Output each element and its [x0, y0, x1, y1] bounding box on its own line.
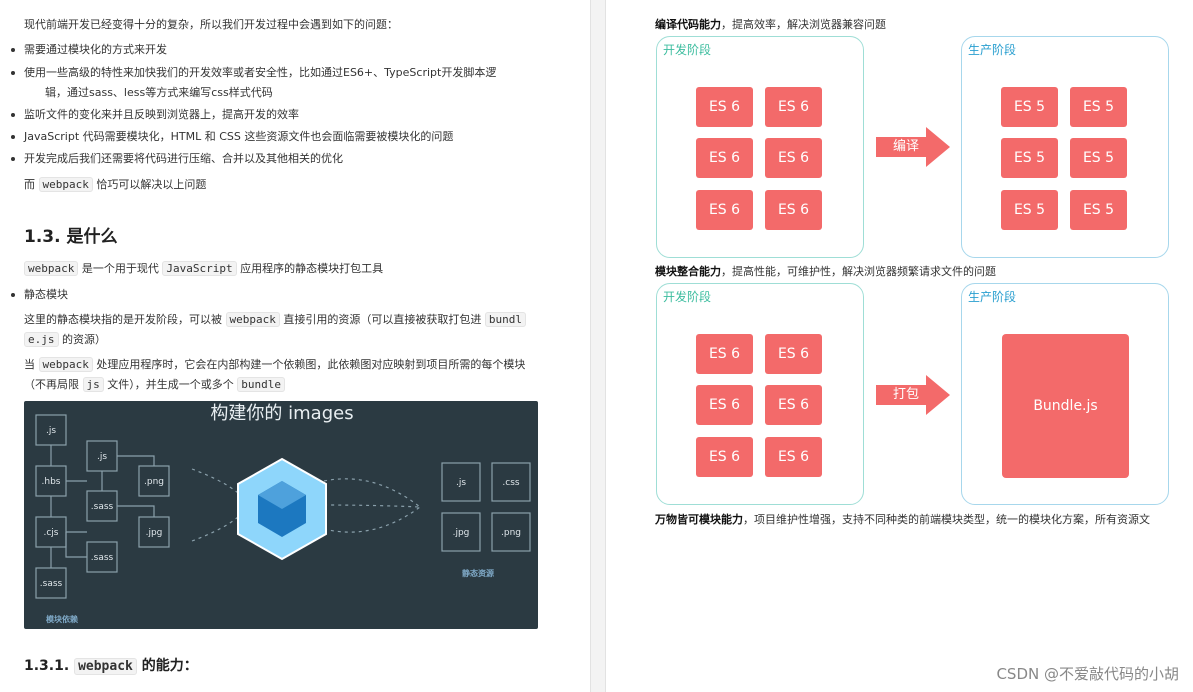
watermark: CSDN @不爱敲代码的小胡: [996, 665, 1179, 683]
es5-tile: ES 5: [1070, 190, 1127, 230]
inline-code: js: [82, 377, 104, 392]
image-file-label: .cjs: [44, 528, 59, 538]
dev-stage-label: 开发阶段: [663, 43, 712, 57]
list-item: 使用一些高级的特性来加快我们的开发效率或者安全性，比如通过ES6+、TypeSc…: [10, 62, 496, 84]
prod-stage-box: 生产阶段 Bundle.js: [961, 283, 1169, 505]
list-item-continuation: 辑，通过sass、less等方式来编写css样式代码: [45, 86, 273, 99]
webpack-diagram-svg: 构建你的 images .js .hbs .js .png .sass .cjs…: [35, 403, 531, 624]
dev-stage-box: 开发阶段 ES 6 ES 6 ES 6 ES 6 ES 6 ES 6: [656, 36, 864, 258]
es5-tile: ES 5: [1070, 87, 1127, 127]
capability-heading: 模块整合能力，提高性能，可维护性，解决浏览器频繁请求文件的问题: [655, 265, 996, 278]
inline-code: webpack: [38, 357, 93, 372]
es6-tile: ES 6: [765, 437, 822, 477]
image-file-label: .sass: [40, 579, 63, 589]
pack-label: 打包: [892, 387, 919, 402]
section-heading: 1.3. 是什么: [24, 227, 118, 247]
bundle-tile: Bundle.js: [1002, 334, 1129, 478]
compile-label: 编译: [892, 139, 919, 154]
capability-heading: 万物皆可模块能力，项目维护性增强，支持不同种类的前端模块类型，统一的模块化方案，…: [655, 513, 1150, 526]
es6-tile: ES 6: [765, 334, 822, 374]
list-item: 开发完成后我们还需要将代码进行压缩、合并以及其他相关的优化: [11, 148, 343, 170]
image-file-label: .js: [97, 452, 107, 462]
es6-tile: ES 6: [765, 138, 822, 178]
image-file-label: .png: [501, 528, 521, 538]
pack-arrow: 打包: [876, 375, 950, 415]
list-item: JavaScript 代码需要模块化，HTML 和 CSS 这些资源文件也会面临…: [10, 126, 453, 148]
image-file-label: .js: [46, 426, 56, 436]
es6-tile: ES 6: [696, 138, 753, 178]
list-item: 静态模块: [11, 284, 68, 306]
right-page: 编译代码能力，提高效率，解决浏览器兼容问题 开发阶段 ES 6 ES 6 ES …: [606, 0, 1193, 692]
es6-tile: ES 6: [696, 87, 753, 127]
subsection-heading: 1.3.1. webpack 的能力：: [24, 658, 198, 675]
page-gutter: [590, 0, 606, 692]
es6-tile: ES 6: [696, 334, 753, 374]
image-file-label: .jpg: [146, 528, 163, 538]
left-page: 现代前端开发已经变得十分的复杂，所以我们开发过程中会遇到如下的问题： 需要通过模…: [0, 0, 590, 692]
image-caption: 模块依赖: [46, 614, 78, 624]
es5-tile: ES 5: [1070, 138, 1127, 178]
es6-tile: ES 6: [765, 190, 822, 230]
capability-heading: 编译代码能力，提高效率，解决浏览器兼容问题: [655, 18, 886, 31]
dev-stage-box: 开发阶段 ES 6 ES 6 ES 6 ES 6 ES 6 ES 6: [656, 283, 864, 505]
inline-code: webpack: [225, 312, 280, 327]
dev-stage-label: 开发阶段: [663, 290, 712, 304]
es6-tile: ES 6: [696, 437, 753, 477]
image-file-label: .hbs: [42, 477, 61, 487]
es6-tile: ES 6: [765, 385, 822, 425]
prod-stage-label: 生产阶段: [968, 43, 1017, 57]
es5-tile: ES 5: [1001, 138, 1058, 178]
definition-paragraph: webpack 是一个用于现代 JavaScript 应用程序的静态模块打包工具: [24, 258, 383, 280]
inline-code: bundl: [484, 312, 526, 327]
es5-tile: ES 5: [1001, 87, 1058, 127]
inline-code: webpack: [24, 261, 79, 276]
compile-arrow: 编译: [876, 127, 950, 167]
image-file-label: .sass: [91, 553, 114, 563]
image-file-label: .jpg: [453, 528, 470, 538]
static-paragraph-cont: e.js 的资源）: [24, 329, 106, 351]
webpack-diagram-image: 构建你的 images .js .hbs .js .png .sass .cjs…: [24, 401, 538, 629]
inline-code: JavaScript: [162, 261, 237, 276]
process-paragraph: 当 webpack 处理应用程序时，它会在内部构建一个依赖图，此依赖图对应映射到…: [24, 357, 526, 372]
es6-tile: ES 6: [696, 385, 753, 425]
image-caption: 静态资源: [462, 568, 494, 578]
prod-stage-label: 生产阶段: [968, 290, 1017, 304]
inline-code: bundle: [237, 377, 285, 392]
list-item: 监听文件的变化来并且反映到浏览器上，提高开发的效率: [11, 104, 299, 126]
image-file-label: .js: [456, 478, 466, 488]
list-item: 需要通过模块化的方式来开发: [11, 39, 167, 61]
image-title: 构建你的 images: [210, 403, 353, 424]
image-file-label: .css: [502, 478, 519, 488]
inline-code: webpack: [74, 658, 137, 675]
es6-tile: ES 6: [765, 87, 822, 127]
inline-code: webpack: [38, 177, 93, 192]
es5-tile: ES 5: [1001, 190, 1058, 230]
image-file-label: .png: [144, 477, 164, 487]
conclusion-paragraph: 而 webpack 恰巧可以解决以上问题: [24, 177, 207, 192]
process-paragraph-cont: （不再局限 js 文件），并生成一个或多个 bundle: [24, 374, 285, 396]
inline-code: e.js: [24, 332, 59, 347]
image-file-label: .sass: [91, 502, 114, 512]
es6-tile: ES 6: [696, 190, 753, 230]
intro-paragraph: 现代前端开发已经变得十分的复杂，所以我们开发过程中会遇到如下的问题：: [24, 18, 398, 31]
prod-stage-box: 生产阶段 ES 5 ES 5 ES 5 ES 5 ES 5 ES 5: [961, 36, 1169, 258]
static-paragraph: 这里的静态模块指的是开发阶段，可以被 webpack 直接引用的资源（可以直接被…: [24, 309, 526, 331]
